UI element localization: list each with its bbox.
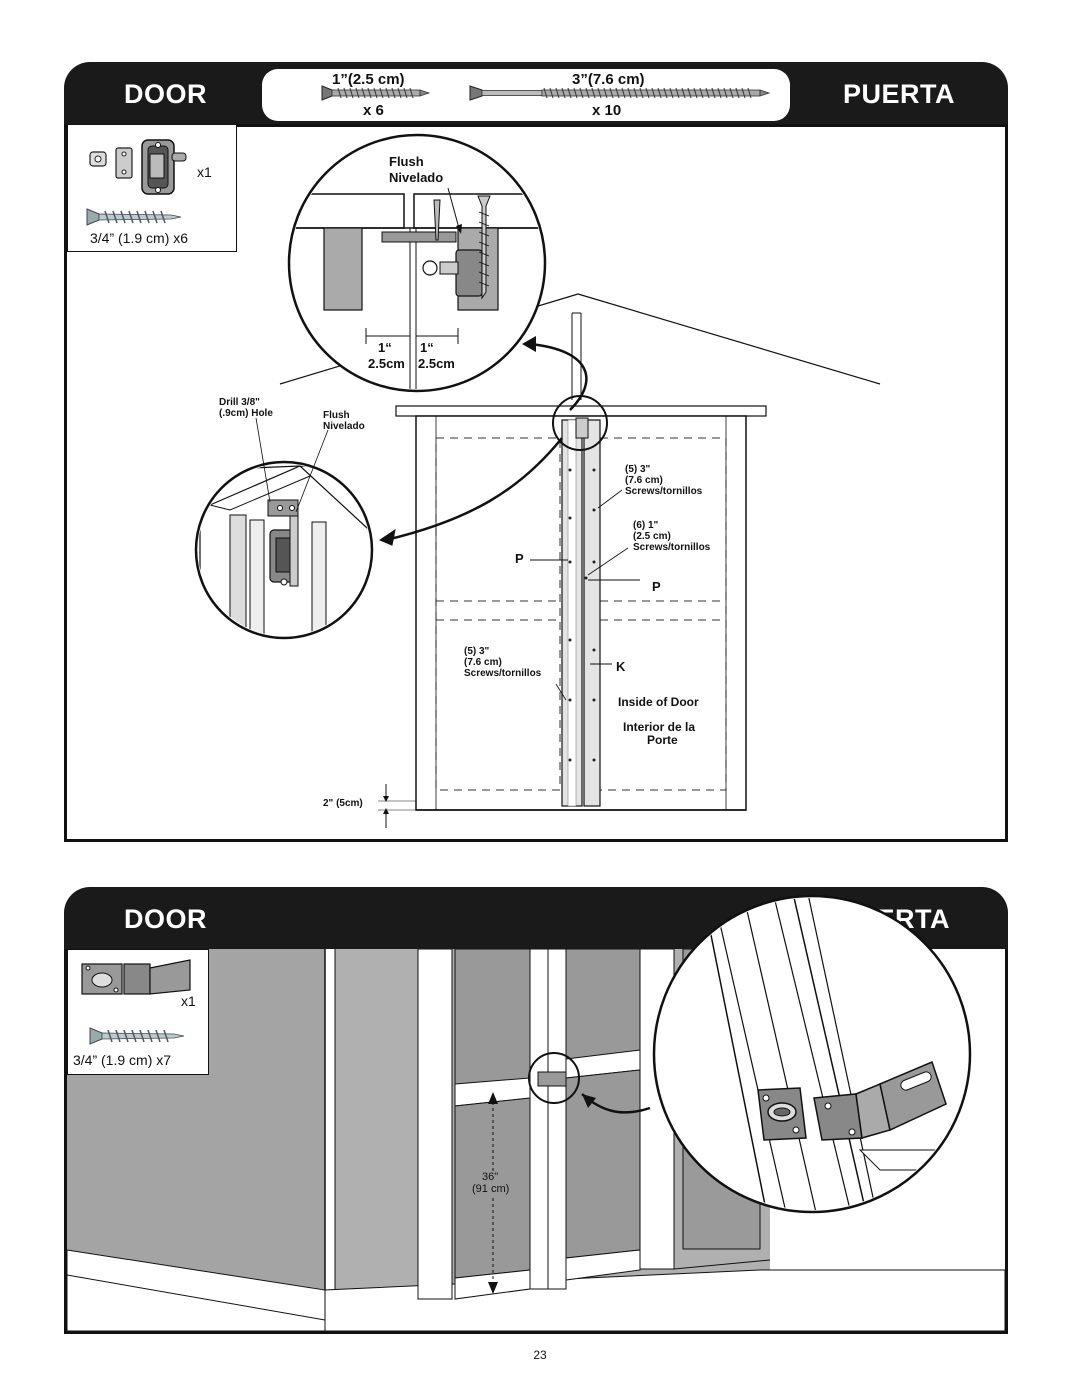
detail-top-cm-1: 2.5cm (368, 356, 405, 371)
drill-label-1: Drill 3/8" (219, 397, 260, 408)
screw-long-icon (469, 85, 771, 101)
screws-lower-1: (5) 3" (464, 646, 490, 657)
detail-left-nivelado: Nivelado (323, 421, 365, 432)
hasp-screw-icon (89, 1027, 185, 1045)
step2-illustration (67, 894, 1005, 1331)
step1-title-puerta: PUERTA (843, 79, 956, 109)
screws-mid-1: (6) 1" (633, 520, 659, 531)
screws-mid-3: Screws/tornillos (633, 542, 711, 553)
detail-top-nivelado: Nivelado (389, 170, 444, 185)
detail-top-flush: Flush (389, 154, 424, 169)
screws-upper-2: (7.6 cm) (625, 475, 663, 486)
step1-illustration (194, 133, 881, 828)
screws-mid-2: (2.5 cm) (633, 531, 671, 542)
part-k: K (616, 659, 626, 674)
height-label-1: 36" (482, 1171, 499, 1183)
hasp-icon (81, 959, 191, 995)
page-number: 23 (533, 1348, 547, 1362)
screws-upper-1: (5) 3" (625, 464, 651, 475)
detail-top-dim-1: 1“ (378, 340, 392, 355)
part-p-left: P (515, 551, 524, 566)
detail-top-dim-2: 1“ (420, 340, 434, 355)
screw-long-size: 3”(7.6 cm) (572, 71, 645, 88)
inside-door-1: Inside of Door (618, 695, 699, 709)
part-p-right: P (652, 579, 661, 594)
inside-door-2: Interior de la (623, 720, 696, 734)
detail-top-cm-2: 2.5cm (418, 356, 455, 371)
detail-left-flush: Flush (323, 410, 350, 421)
screw-short-icon (321, 85, 431, 101)
latch-bolt-icon (89, 139, 187, 195)
step1-screw-label: 3/4” (1.9 cm) x6 (90, 230, 189, 246)
screws-lower-3: Screws/tornillos (464, 668, 542, 679)
screw-long-qty: x 10 (592, 102, 622, 119)
step1-title-door: DOOR (124, 79, 207, 109)
step2-title-door: DOOR (124, 904, 207, 934)
drill-label-2: (.9cm) Hole (219, 408, 273, 419)
step2-screw-label: 3/4” (1.9 cm) x7 (73, 1052, 172, 1068)
screws-lower-2: (7.6 cm) (464, 657, 502, 668)
screws-upper-3: Screws/tornillos (625, 486, 703, 497)
screw-short-qty: x 6 (363, 102, 384, 119)
gap-label: 2" (5cm) (323, 798, 363, 809)
hasp-qty: x1 (181, 993, 196, 1009)
screw-short-size: 1”(2.5 cm) (332, 71, 405, 88)
latch-qty: x1 (197, 164, 212, 180)
wood-screw-icon (86, 208, 182, 226)
inside-door-3: Porte (647, 733, 678, 747)
height-label-2: (91 cm) (472, 1183, 510, 1195)
